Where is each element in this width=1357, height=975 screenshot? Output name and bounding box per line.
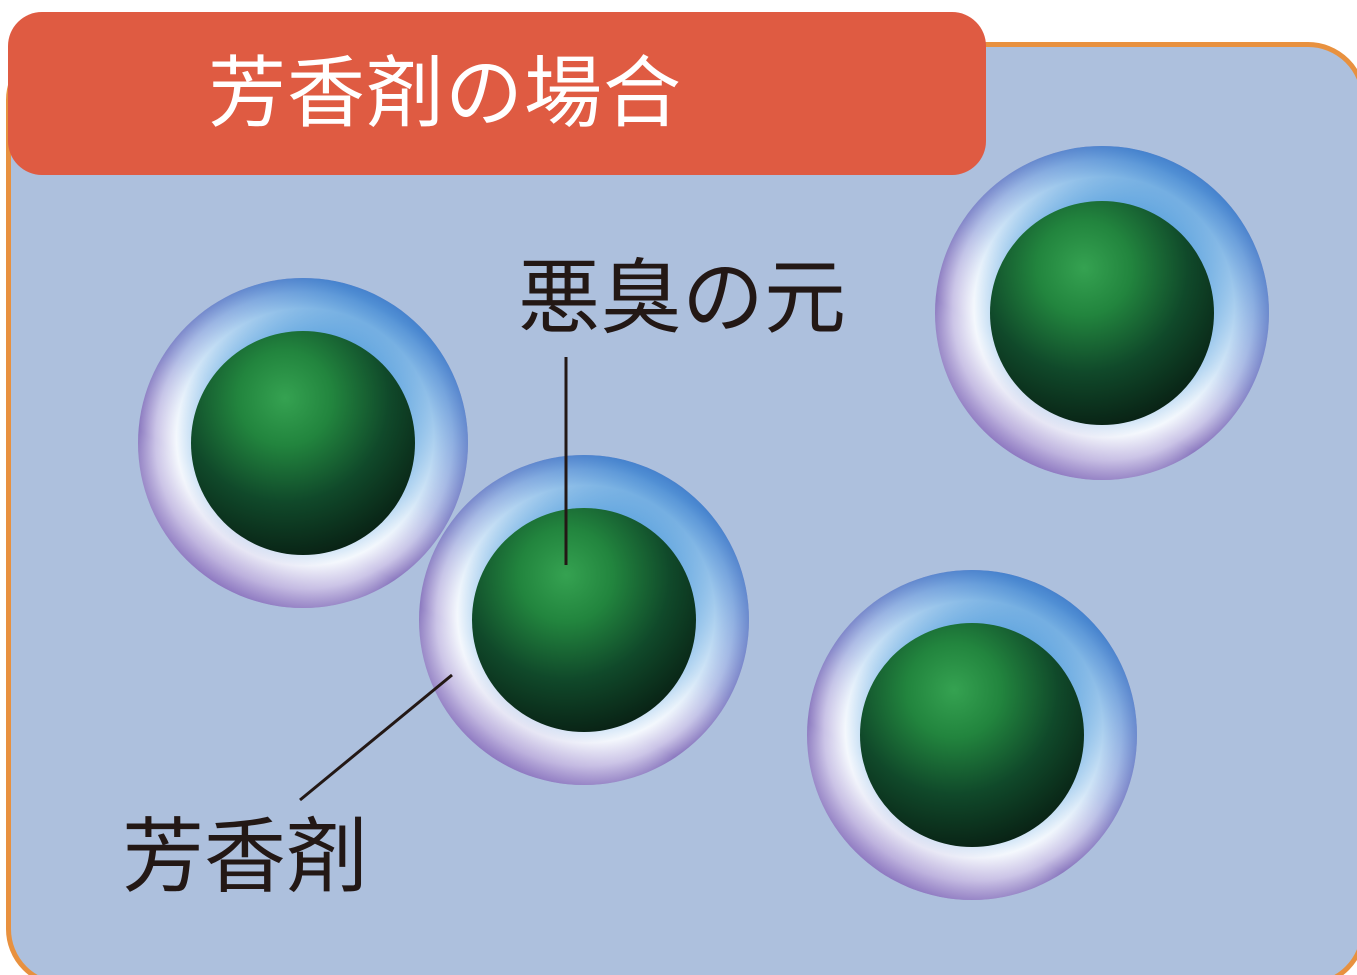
fragrance-leader-line (299, 673, 453, 802)
molecule-bottom-right (807, 570, 1137, 900)
page-title: 芳香剤の場合 (208, 48, 683, 139)
molecule-top-left (138, 278, 468, 608)
molecule-center (419, 455, 749, 785)
title-banner: 芳香剤の場合 (8, 12, 986, 175)
malodor-source-label: 悪臭の元 (518, 251, 847, 346)
fragrance-label: 芳香剤 (122, 810, 369, 905)
molecule-top-right (935, 146, 1269, 480)
